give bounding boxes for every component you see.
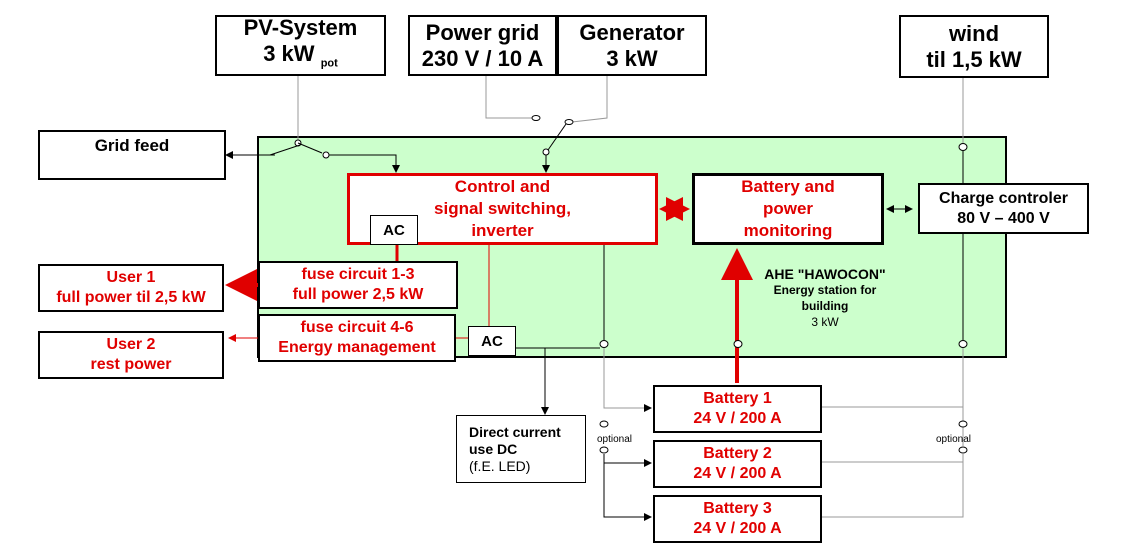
battery-2-box: Battery 2 24 V / 200 A — [653, 440, 822, 488]
power-grid-spec: 230 V / 10 A — [421, 45, 544, 71]
charge-controller-box: Charge controler 80 V – 400 V — [918, 183, 1089, 234]
power-grid-box: Power grid 230 V / 10 A — [408, 15, 557, 76]
user1-line2: full power til 2,5 kW — [56, 289, 206, 306]
battery-3-box: Battery 3 24 V / 200 A — [653, 495, 822, 543]
battery-2-spec: 24 V / 200 A — [693, 465, 782, 482]
station-line2: Energy station for — [773, 283, 877, 297]
pv-to-control-line — [329, 154, 400, 173]
station-title: AHE "HAWOCON" — [764, 266, 886, 282]
charge-controller-range: 80 V – 400 V — [957, 209, 1050, 227]
battery-monitoring-box: Battery and power monitoring — [692, 173, 884, 245]
monitoring-line2: power — [762, 199, 814, 218]
battery-1-spec: 24 V / 200 A — [693, 410, 782, 427]
charge-controller-title: Charge controler — [939, 189, 1068, 207]
ac-bottom-box: AC — [468, 326, 516, 356]
optional-right-label: optional — [936, 434, 972, 445]
fuse2-line1: fuse circuit 4-6 — [300, 319, 414, 336]
monitoring-line1: Battery and — [741, 177, 835, 196]
generator-power: 3 kW — [606, 45, 658, 71]
battery-1-box: Battery 1 24 V / 200 A — [653, 385, 822, 433]
control-line3: inverter — [471, 221, 534, 240]
station-line3: building — [801, 299, 849, 313]
user-2-box: User 2 rest power — [38, 331, 224, 379]
pv-system-title: PV-System — [243, 14, 358, 40]
dc-use-box: Direct current use DC (f.E. LED) — [456, 415, 586, 483]
control-box: Control and signal switching, inverter — [347, 173, 658, 245]
wind-power: til 1,5 kW — [926, 46, 1022, 72]
user-1-box: User 1 full power til 2,5 kW — [38, 264, 224, 312]
battery-2-name: Battery 2 — [703, 445, 772, 462]
pv-system-box: PV-System 3 kW pot — [215, 15, 386, 76]
battery-3-spec: 24 V / 200 A — [693, 520, 782, 537]
battery-3-name: Battery 3 — [703, 500, 772, 517]
optional-left-label: optional — [597, 434, 633, 445]
power-grid-title: Power grid — [425, 19, 540, 45]
grid-line — [485, 76, 533, 119]
pv-system-power-value: 3 kW — [263, 40, 315, 66]
fuse-circuit-2-box: fuse circuit 4-6 Energy management — [258, 314, 456, 362]
station-label: AHE "HAWOCON" Energy station for buildin… — [735, 266, 915, 330]
fuse1-line2: full power 2,5 kW — [292, 286, 424, 303]
grid-feed-box: Grid feed — [38, 130, 226, 180]
control-line1: Control and — [454, 177, 551, 196]
dc-line2: use DC — [469, 440, 518, 457]
generator-line — [571, 76, 608, 123]
dc-line1: Direct current — [469, 423, 561, 440]
wind-box: wind til 1,5 kW — [899, 15, 1049, 78]
fuse2-line2: Energy management — [278, 339, 436, 356]
fuse1-line1: fuse circuit 1-3 — [301, 266, 415, 283]
control-line2: signal switching, — [434, 199, 571, 218]
pv-system-power: 3 kW pot — [263, 41, 338, 76]
wind-title: wind — [948, 20, 1000, 46]
monitoring-line3: monitoring — [743, 221, 833, 240]
station-line4: 3 kW — [811, 315, 839, 329]
ac-top-label: AC — [383, 221, 405, 239]
user2-line2: rest power — [90, 356, 172, 373]
pv-system-power-sub: pot — [320, 57, 338, 70]
generator-title: Generator — [579, 19, 685, 45]
fuse-circuit-1-box: fuse circuit 1-3 full power 2,5 kW — [258, 261, 458, 309]
user1-line1: User 1 — [106, 269, 156, 286]
ac-top-box: AC — [370, 215, 418, 245]
ac-bottom-label: AC — [481, 332, 503, 350]
user2-line1: User 2 — [106, 336, 156, 353]
grid-feed-label: Grid feed — [94, 136, 170, 155]
battery-1-name: Battery 1 — [703, 390, 772, 407]
generator-box: Generator 3 kW — [557, 15, 707, 76]
dc-line3: (f.E. LED) — [469, 457, 531, 474]
